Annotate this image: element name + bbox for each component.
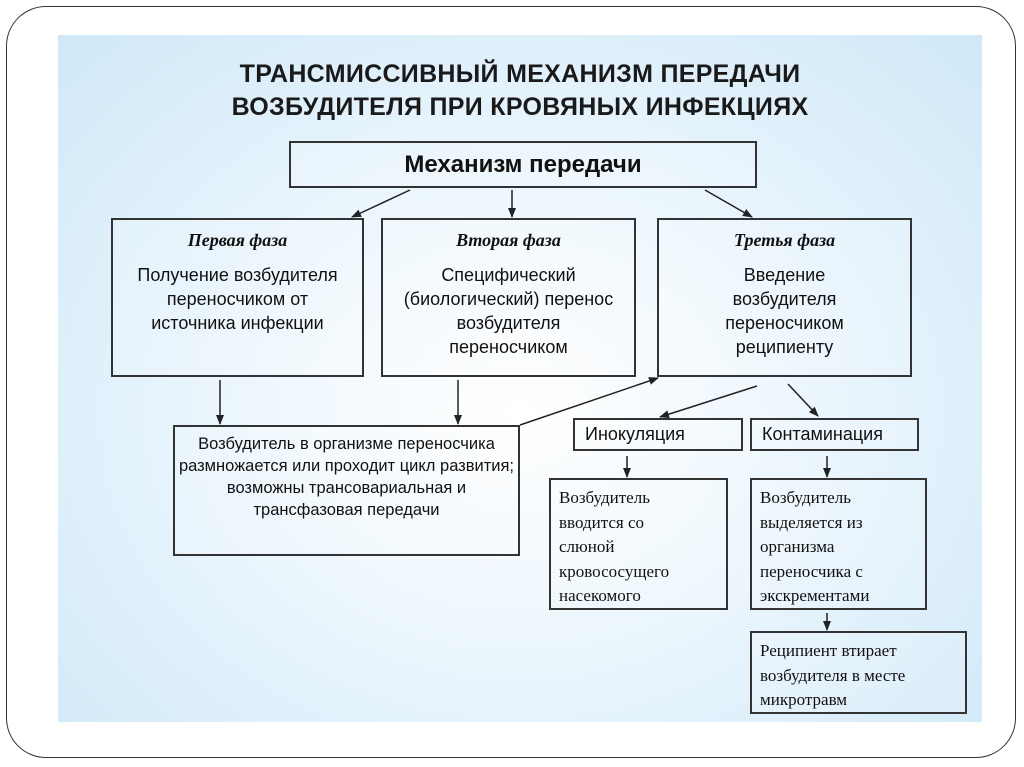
carrier-box: Возбудитель в организме переносчика разм… [173, 425, 520, 556]
phase-text: Специфический (биологический) перенос во… [403, 265, 614, 357]
phase-text: Получение возбудителя переносчиком от ис… [137, 265, 338, 333]
title-line-1: ТРАНСМИССИВНЫЙ МЕХАНИЗМ ПЕРЕДАЧИ [239, 60, 801, 88]
contamination-detail-box: Возбудитель выделяется из организма пере… [750, 478, 927, 610]
slide-frame [6, 6, 1016, 758]
arrow-to-phase-1 [351, 189, 411, 218]
phase-1-box: Первая фаза Получение возбудителя перено… [111, 218, 364, 377]
arrow-carrier-to-phase3 [519, 377, 659, 426]
contamination-box: Контаминация [750, 418, 919, 451]
inoculation-box: Инокуляция [573, 418, 743, 451]
arrow-to-phase-3 [704, 189, 753, 218]
phase-3-box: Третья фаза Введение возбудителя перенос… [657, 218, 912, 377]
title-line-2: ВОЗБУДИТЕЛЯ ПРИ КРОВЯНЫХ ИНФЕКЦИЯХ [231, 93, 809, 121]
arrow-to-contamination [787, 383, 819, 417]
phase-heading: Вторая фаза [456, 230, 561, 250]
diagram-background [58, 35, 982, 722]
recipient-box: Реципиент втирает возбудителя в месте ми… [750, 631, 967, 714]
phase-text: Введение возбудителя переносчиком реципи… [725, 265, 844, 357]
inoculation-detail-box: Возбудитель вводится со слюной кровососу… [549, 478, 728, 610]
phase-heading: Первая фаза [187, 230, 288, 250]
slide-title: ТРАНСМИССИВНЫЙ МЕХАНИЗМ ПЕРЕДАЧИ ВОЗБУДИ… [58, 58, 982, 124]
phase-heading: Третья фаза [733, 230, 836, 250]
mechanism-box: Механизм передачи [289, 141, 757, 188]
phase-2-box: Вторая фаза Специфический (биологический… [381, 218, 636, 377]
arrow-to-inoculation [659, 385, 758, 419]
